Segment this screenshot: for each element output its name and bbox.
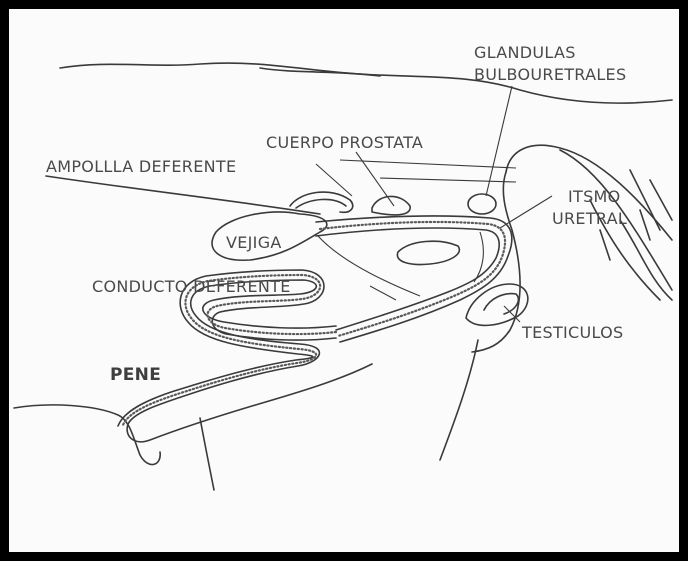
label-uretral: URETRAL [552, 209, 627, 228]
label-ampolla-deferente: AMPOLLLA DEFERENTE [46, 157, 236, 176]
bulbourethral-gland [468, 194, 496, 214]
label-conducto-deferente: CONDUCTO DEFERENTE [92, 277, 291, 296]
pelvic-line [46, 176, 320, 214]
leader-lines [316, 86, 552, 322]
label-glandulas: GLANDULAS [474, 43, 576, 62]
label-itsmo: ITSMO [568, 187, 621, 206]
leader-cuerpo-prostata-3 [380, 178, 516, 182]
front-leg-line [200, 418, 214, 490]
penis-outer [127, 280, 372, 442]
back-line-inner [260, 68, 380, 76]
label-testiculos: TESTICULOS [521, 323, 624, 342]
leader-glandulas [486, 86, 512, 196]
leader-itsmo [500, 196, 552, 228]
label-vejiga: VEJIGA [226, 233, 282, 252]
leader-conducto [370, 286, 396, 300]
tail-hair-3 [620, 220, 672, 300]
label-cuerpo-prostata: CUERPO PROSTATA [266, 133, 423, 152]
leader-cuerpo-prostata [356, 152, 394, 206]
label-bulbouretrales: BULBOURETRALES [474, 65, 626, 84]
label-pene: PENE [110, 365, 161, 385]
ampulla-deferente [290, 192, 353, 212]
leader-ampolla [316, 164, 352, 196]
prostate [372, 196, 410, 214]
urethra [316, 216, 512, 342]
hind-leg-line [440, 340, 478, 460]
